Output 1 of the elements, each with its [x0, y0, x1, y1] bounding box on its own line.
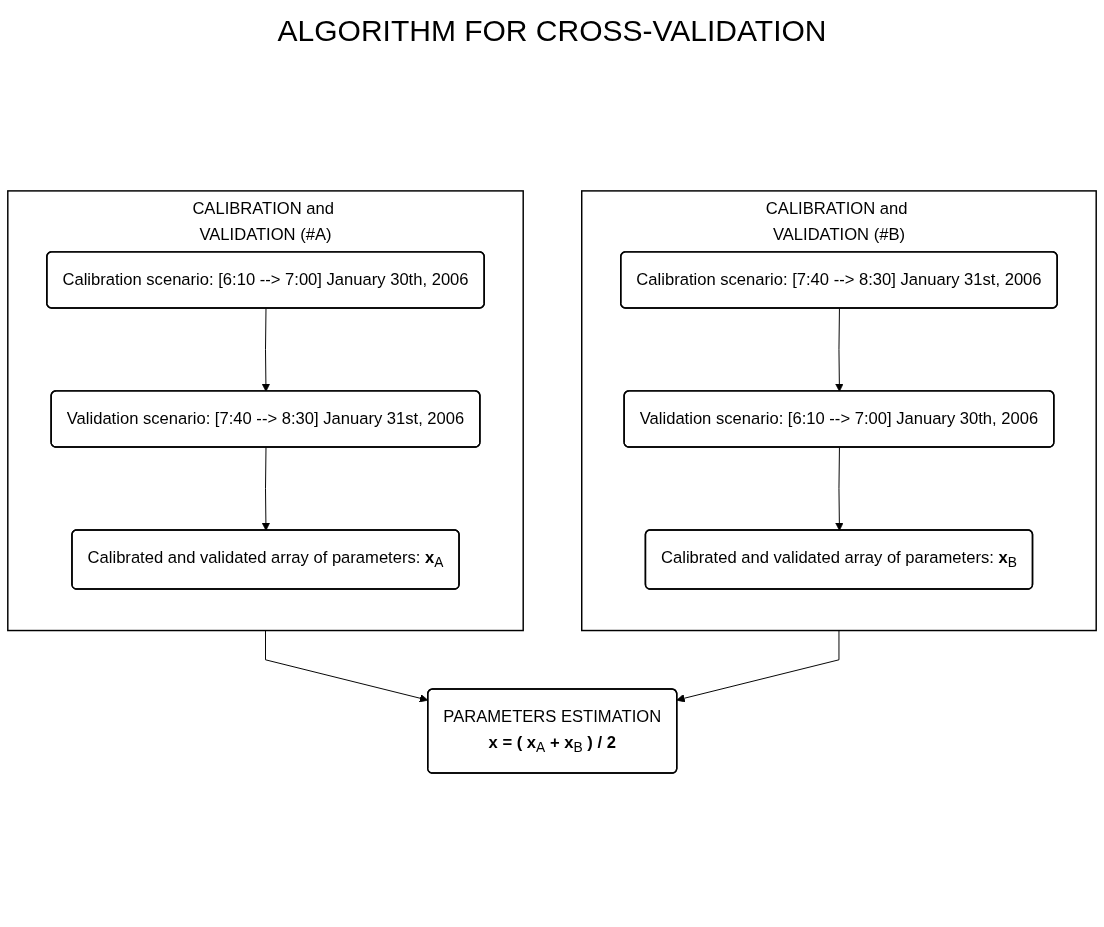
diagram-title: ALGORITHM FOR CROSS-VALIDATION — [276, 14, 828, 48]
